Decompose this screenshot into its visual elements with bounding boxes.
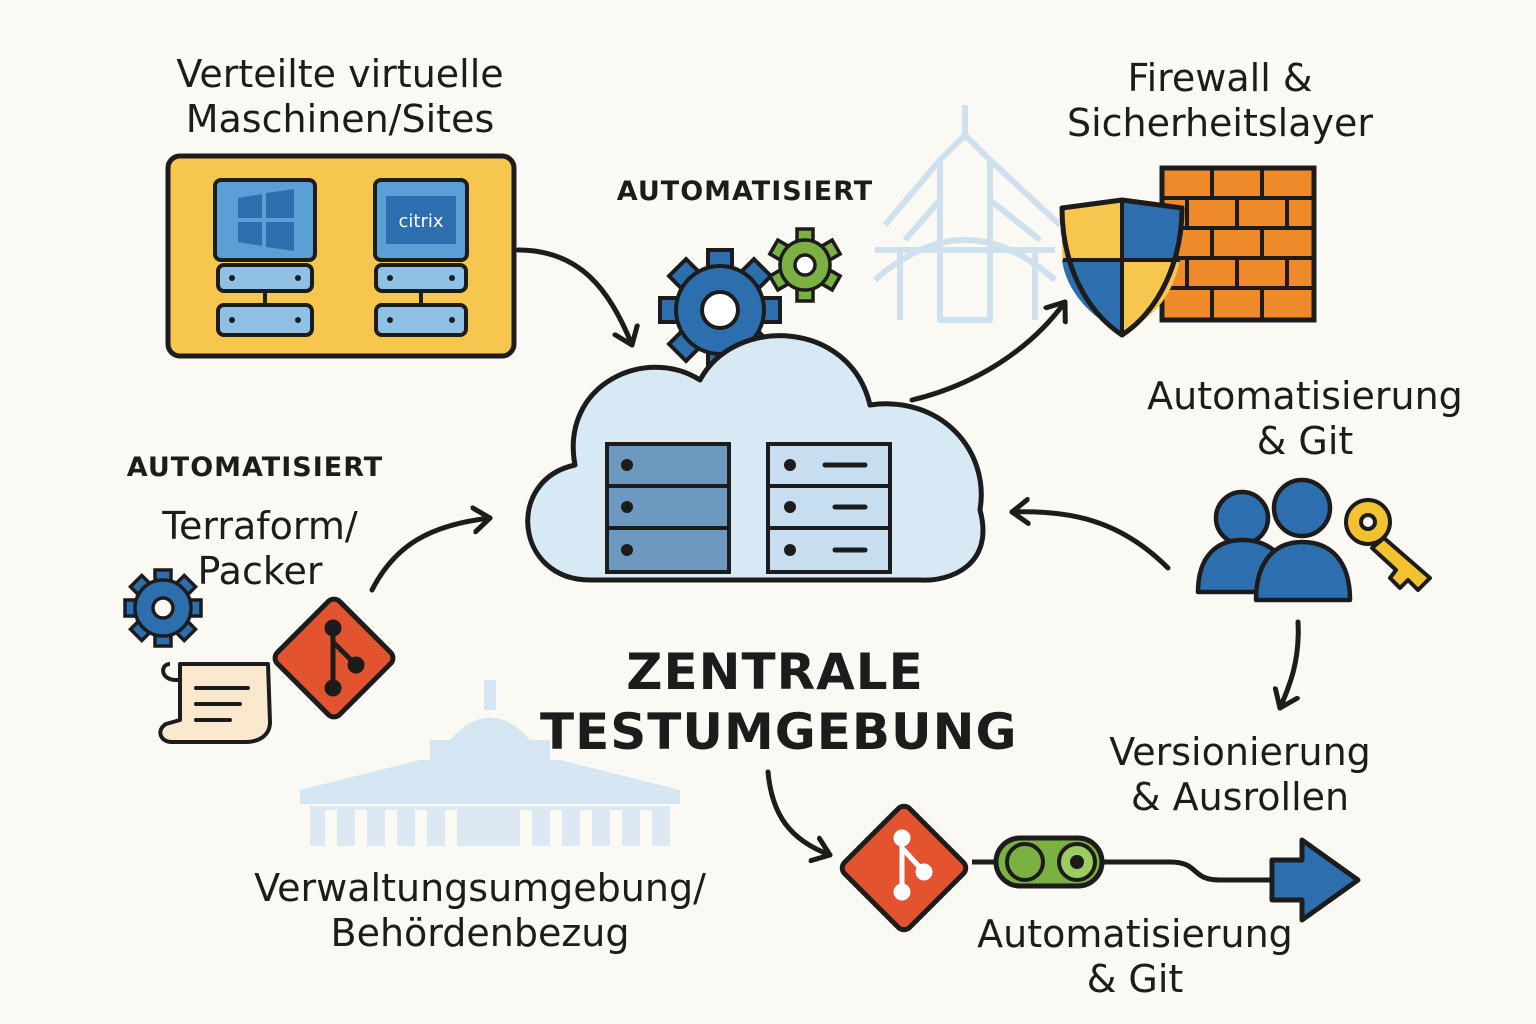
firewall-label: Firewall & Sicherheitslayer [1040,56,1400,146]
administration-label-line1: Verwaltungsumgebung/ [254,866,706,910]
arrow-cloud-to-firewall [909,299,1065,403]
automation-git-bottom-label-line1: Automatisierung [977,912,1293,956]
firewall-label-line1: Firewall & [1127,56,1313,100]
automation-git-top-label-line2: & Git [1256,418,1354,463]
automation-git-top-label: Automatisierung & Git [1110,374,1500,464]
central-title-line1: ZENTRALE [626,643,924,701]
terraform-gear-icon [123,568,203,648]
automated-top-label: AUTOMATISIERT [616,176,874,207]
versioning-label-line1: Versionierung [1109,730,1371,774]
git-logo-pipeline-icon [839,803,969,933]
vm-panel: citrix [165,153,517,359]
arrow-terraform-to-cloud [369,518,493,593]
citrix-vm-icon: citrix [373,178,469,337]
automation-git-bottom-label: Automatisierung & Git [950,912,1320,1002]
administration-label-line2: Behördenbezug [330,910,630,955]
vm-sites-label-line1: Verteilte virtuelle [176,52,504,96]
terraform-packer-label-line2: Packer [197,548,323,593]
config-scroll-icon [158,662,272,744]
deploy-arrow-icon [1269,837,1361,923]
automated-left-label: AUTOMATISIERT [126,452,384,483]
users-group-icon [1195,477,1353,603]
firewall-brick-wall-icon [1159,165,1317,323]
small-gear-icon [767,227,843,303]
government-building-watermark-icon [300,680,680,846]
versioning-rollout-label: Versionierung & Ausrollen [1080,730,1400,820]
server-rack-left-icon [605,442,731,574]
firewall-label-line2: Sicherheitslayer [1066,100,1374,145]
server-rack-right-icon [766,442,892,574]
key-icon [1344,498,1432,592]
central-cloud-icon [525,333,986,583]
vm-sites-label: Verteilte virtuelle Maschinen/Sites [130,52,550,142]
bridge-watermark-icon [873,105,1063,323]
arrow-title-to-pipeline [765,769,833,855]
pipeline-line [1102,859,1280,883]
terraform-packer-label-line1: Terraform/ [162,504,358,548]
windows-vm-icon [213,178,317,337]
automation-git-top-label-line1: Automatisierung [1147,374,1463,418]
arrow-vms-to-cloud [515,247,632,348]
central-title-line2: TESTUMGEBUNG [540,703,1018,761]
arrow-users-to-cloud [1009,512,1171,571]
pipeline-toggle-icon [972,835,1105,889]
citrix-logo: citrix [398,211,443,232]
arrow-users-to-versioning [1280,619,1301,711]
central-test-environment-title: ZENTRALE TESTUMGEBUNG [540,642,1018,762]
git-logo-left-icon [272,596,396,720]
versioning-label-line2: & Ausrollen [1130,774,1350,819]
administration-label: Verwaltungsumgebung/ Behördenbezug [230,866,730,956]
automation-git-bottom-label-line2: & Git [1086,956,1184,1001]
security-shield-icon [1059,197,1185,338]
vm-sites-label-line2: Maschinen/Sites [185,96,495,141]
terraform-packer-label: Terraform/ Packer [140,504,380,594]
